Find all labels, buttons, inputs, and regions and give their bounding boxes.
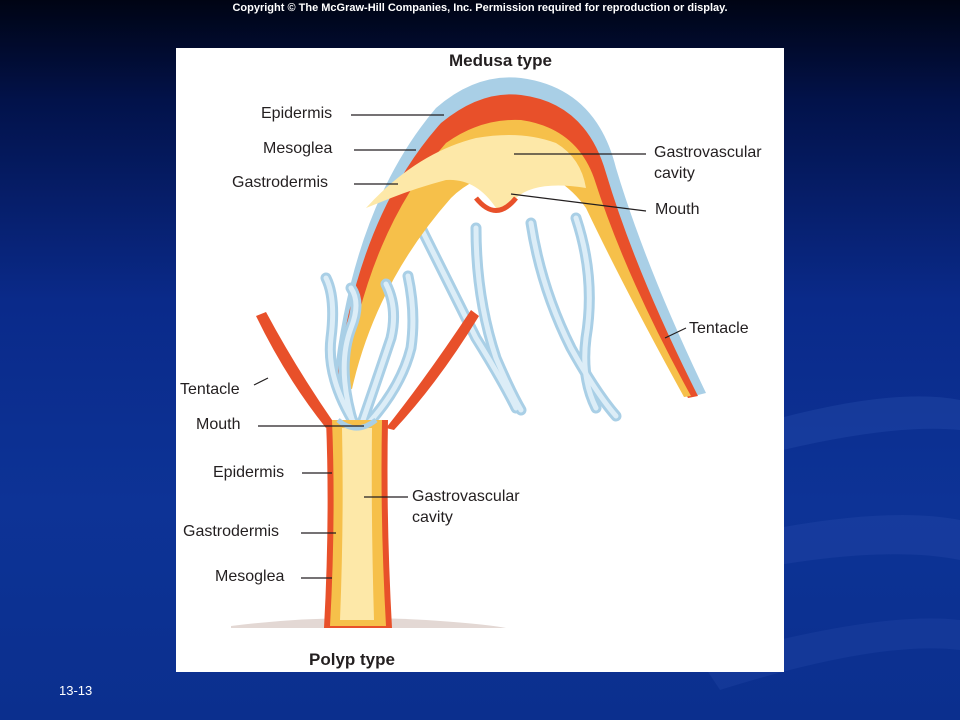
polyp-tentacle-label: Tentacle <box>180 381 240 398</box>
medusa-gastrovascular-label: Gastrovascular <box>654 144 762 161</box>
medusa-mouth-label: Mouth <box>655 201 700 218</box>
polyp-cavity-label: cavity <box>412 509 453 526</box>
diagram-panel: Medusa type Polyp type Epidermis Mesogle… <box>176 48 784 672</box>
medusa-gastrodermis <box>344 119 691 397</box>
copyright-notice: Copyright © The McGraw-Hill Companies, I… <box>232 2 728 14</box>
medusa-tentacle-label: Tentacle <box>689 320 749 337</box>
medusa-mesoglea-label: Mesoglea <box>263 140 333 157</box>
polyp-type-title: Polyp type <box>309 650 395 669</box>
cnidarian-body-plan-illustration <box>231 77 706 628</box>
polyp-cavity <box>340 428 374 620</box>
polyp-mouth-label: Mouth <box>196 416 241 433</box>
leader-lines <box>253 114 687 579</box>
polyp-epidermis-label: Epidermis <box>213 464 285 481</box>
polyp-gastrovascular-label: Gastrovascular <box>412 488 520 505</box>
medusa-gastrodermis-label: Gastrodermis <box>232 174 329 191</box>
slide-number: 13-13 <box>59 683 93 698</box>
medusa-type-title: Medusa type <box>449 51 552 70</box>
medusa-cavity-label: cavity <box>654 165 695 182</box>
medusa-epidermis-label: Epidermis <box>261 105 333 122</box>
polyp-mesoglea-label: Mesoglea <box>215 568 285 585</box>
polyp-gastrodermis-label: Gastrodermis <box>183 523 280 540</box>
